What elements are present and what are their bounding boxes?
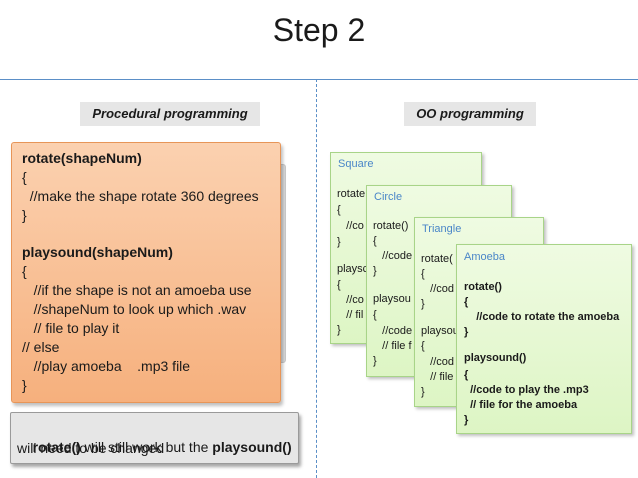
card-title: Amoeba [464,251,505,263]
card-line: } [464,414,469,426]
card-title: Circle [374,191,403,203]
code-line: // else [22,339,60,355]
procedural-header: Procedural programming [80,102,260,126]
card-line: // file for the amoeba [464,399,578,411]
card-line: { [421,268,425,280]
column-divider [316,79,317,478]
card-line: rotate( [421,253,453,265]
card-line: } [373,265,377,277]
note-rotate: rotate() [32,439,81,455]
code-line: // file to play it [22,320,120,336]
card-line: { [373,309,377,321]
note-text: will still work but the [80,439,213,455]
card-line: // file [421,371,454,383]
note-line-2: will need to be changed [17,440,165,456]
code-line: } [22,207,27,223]
card-line: } [337,324,341,336]
code-line: rotate(shapeNum) [22,150,142,166]
card-line: { [421,340,425,352]
procedural-code-box: rotate(shapeNum) { //make the shape rota… [11,142,281,403]
card-line: playsound() [464,352,527,364]
card-line: //code [373,325,413,337]
note-line-1: rotate() will still work but the playsou… [17,420,292,474]
amoeba-card: Amoeba rotate() { //code to rotate the a… [456,244,632,434]
card-line: rotate() [464,281,502,293]
code-line: } [22,377,27,393]
oo-header: OO programming [404,102,536,126]
card-line: //code to rotate the amoeba [464,311,620,323]
card-line: // fil [337,309,364,321]
card-line: // file f [373,340,412,352]
note-playsound: playsound() [212,439,292,455]
card-line: } [421,386,425,398]
card-line: } [464,326,469,338]
card-line: { [373,235,377,247]
card-line: rotate [337,188,366,200]
card-line: playsou [373,293,411,305]
card-line: } [421,298,425,310]
card-line: { [464,369,469,381]
code-line: { [22,169,27,185]
note-box: rotate() will still work but the playsou… [10,412,299,464]
code-line: //make the shape rotate 360 degrees [22,188,259,204]
card-line: } [373,355,377,367]
code-line: //shapeNum to look up which .wav [22,301,247,317]
card-line: playsou [421,325,459,337]
card-line: { [337,279,341,291]
card-line: //cod [421,356,455,368]
code-line: playsound(shapeNum) [22,244,173,260]
code-line: //play amoeba .mp3 file [22,358,191,374]
card-line: playsc [337,263,369,275]
card-line: { [464,296,469,308]
code-line: { [22,263,27,279]
code-line: //if the shape is not an amoeba use [22,282,252,298]
card-title: Triangle [422,223,462,235]
card-line: //co [337,220,364,232]
title-divider [0,79,638,80]
slide-title: Step 2 [272,12,366,48]
card-line: //cod [421,283,455,295]
card-line: //co [337,294,364,306]
card-line: //code to play the .mp3 [464,384,589,396]
card-line: //code [373,250,413,262]
card-title: Square [338,158,374,170]
card-line: } [337,236,341,248]
card-line: rotate() [373,220,409,232]
card-line: { [337,204,341,216]
